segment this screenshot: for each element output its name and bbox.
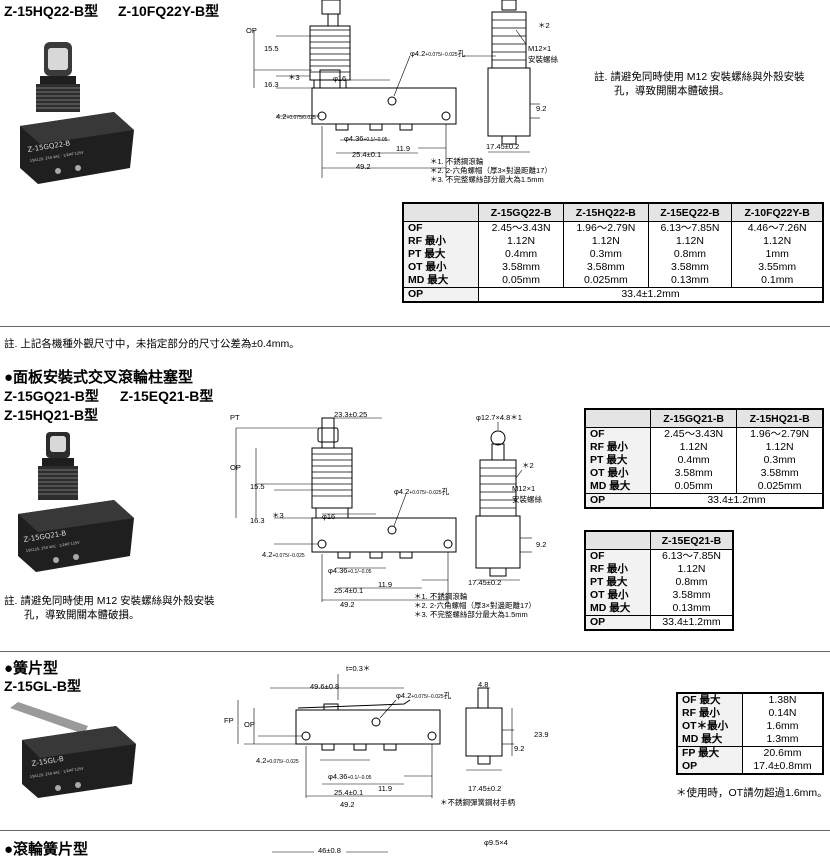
top-model-2: Z-10FQ22Y-B型 — [118, 3, 220, 19]
leaf-section-title: ●簧片型 — [4, 660, 59, 677]
top-dim-2: 16.3 — [264, 80, 279, 89]
col-header: Z-15GQ22-B — [477, 202, 565, 222]
panel-dim-5: φ16 — [322, 512, 336, 521]
top-dim-5: 4.2+0.075/0.025 — [276, 112, 316, 121]
roller-leaf-section-title: ●滾輪簧片型 — [4, 841, 89, 858]
panel-side-note: 註. 請避免同時使用 M12 安裝螺絲與外殼安裝 孔，導致開關本體破損。 — [4, 595, 215, 621]
top-dim-m12-sub: 安裝螺絲 — [528, 55, 558, 64]
leaf-dim-9: 9.2 — [514, 744, 525, 753]
col-header: Z-15GQ21-B — [649, 408, 738, 428]
leaf-dim-1: 49.6±0.8 — [310, 682, 340, 691]
col-header: Z-15EQ21-B — [650, 530, 734, 550]
panel-dim-2: 15.5 — [250, 482, 265, 491]
top-dim-7: 11.9 — [396, 144, 411, 153]
top-dim-8: 25.4±0.1 — [352, 150, 382, 159]
panel-dim-3: 16.3 — [250, 516, 265, 525]
leaf-footnote: ＊不銹鋼彈簧鋼材手柄 — [440, 798, 515, 807]
leaf-dim-3: φ4.36+0.1/−0.05 — [328, 772, 372, 781]
top-model-1: Z-15HQ22-B型 — [4, 3, 99, 19]
leaf-dimension-drawing — [237, 674, 514, 798]
leaf-model: Z-15GL-B型 — [4, 678, 81, 694]
divider — [0, 830, 830, 831]
leaf-dim-6: 49.2 — [340, 800, 355, 809]
panel-model-2: Z-15EQ21-B型 — [120, 388, 214, 404]
panel-dim-9: 25.4±0.1 — [334, 586, 364, 595]
panel-model-3: Z-15HQ21-B型 — [4, 407, 99, 423]
leaf-dim-2: 4.2+0.075/−0.025 — [256, 756, 299, 765]
leaf-dim-10: 17.45±0.2 — [468, 784, 502, 793]
panel-dim-10: 49.2 — [340, 600, 355, 609]
leaf-dim-5: 25.4±0.1 — [334, 788, 364, 797]
top-dim-11: 17.45±0.2 — [486, 142, 520, 151]
col-header: Z-15EQ22-B — [647, 202, 733, 222]
top-dim-op: OP — [246, 26, 257, 35]
leaf-dim-4: 11.9 — [378, 784, 393, 793]
panel-dim-pt: PT — [230, 413, 240, 422]
panel-section-title: ●面板安裝式交叉滾輪柱塞型 — [4, 369, 194, 386]
panel-dim-7: φ4.36+0.1/−0.05 — [328, 566, 372, 575]
panel-dim-6: 4.2+0.075/−0.025 — [262, 550, 305, 559]
top-dim-4: φ16 — [333, 74, 347, 83]
leaf-dim-op: OP — [244, 720, 255, 729]
roller-leaf-dim-1: 46±0.8 — [318, 846, 341, 855]
divider — [0, 651, 830, 652]
switch-photo-panel: Z-15GQ21-B 15A125, 250 VAC · 1/2HP 125V — [18, 432, 134, 572]
panel-dim-m12: M12×1 — [512, 484, 536, 493]
panel-dim-8: 11.9 — [378, 580, 393, 589]
top-dim-1: 15.5 — [264, 44, 279, 53]
col-header: Z-15HQ22-B — [563, 202, 649, 222]
tolerance-note: 註. 上記各機種外觀尺寸中，未指定部分的尺寸公差為±0.4mm。 — [4, 338, 300, 350]
leaf-dim-7: 4.8 — [478, 680, 489, 689]
top-dimension-drawing — [253, 0, 540, 178]
top-dim-hole: φ4.2+0.075/−0.025孔 — [410, 49, 466, 58]
top-dim-10: 9.2 — [536, 104, 547, 113]
roller-leaf-dim-line — [272, 851, 388, 853]
top-dim-9: 49.2 — [356, 162, 371, 171]
top-footnotes: ＊1. 不銹鋼滾輪＊2. 2-六角螺帽（厚3×對邊距離17）＊3. 不完整螺絲部… — [430, 157, 552, 184]
top-spec-table: Z-15GQ22-B Z-15HQ22-B Z-15EQ22-B Z-10FQ2… — [402, 202, 824, 303]
panel-footnotes: ＊1. 不銹鋼滾輪＊2. 2-六角螺帽（厚3×對邊距離17）＊3. 不完整螺絲部… — [414, 592, 536, 619]
panel-dim-11: 9.2 — [536, 540, 547, 549]
panel-dim-op: OP — [230, 463, 241, 472]
panel-dim-1: 23.3±0.25 — [334, 410, 368, 419]
leaf-dim-fp: FP — [224, 716, 234, 725]
top-side-note: 註. 請避免同時使用 M12 安裝螺絲與外殼安裝 孔，導致開關本體破損。 — [594, 71, 805, 97]
top-dim-6: φ4.36+0.1/−0.05 — [344, 134, 388, 143]
panel-dim-roller: φ12.7×4.8＊1 — [476, 413, 522, 422]
divider — [0, 326, 830, 327]
panel-dim-star2: ＊2 — [522, 461, 534, 470]
panel-model-1: Z-15GQ21-B型 — [4, 388, 99, 404]
leaf-note: ＊使用時，OT請勿超過1.6mm。 — [676, 787, 828, 799]
panel-dim-4: ＊3 — [272, 511, 284, 520]
top-dim-3: ＊3 — [288, 73, 300, 82]
top-dim-star2: ＊2 — [538, 21, 550, 30]
switch-photo-leaf: Z-15GL-B 15A125, 250 VAC · 1/2HP 125V — [10, 702, 136, 798]
roller-leaf-dim-2: φ9.5×4 — [484, 838, 508, 847]
col-header: Z-15HQ21-B — [736, 408, 824, 428]
panel-dimension-drawing — [235, 417, 532, 602]
col-header: Z-10FQ22Y-B — [731, 202, 824, 222]
panel-dim-12: 17.45±0.2 — [468, 578, 502, 587]
leaf-dim-hole: φ4.2+0.075/−0.025孔 — [396, 691, 452, 700]
panel-dim-hole: φ4.2+0.075/−0.025孔 — [394, 487, 450, 496]
switch-photo-top: Z-15GQ22-B 15A125, 250 VAC · 1/2HP 125V — [20, 42, 134, 184]
top-dim-m12: M12×1 — [528, 44, 552, 53]
leaf-dim-t: t=0.3＊ — [346, 664, 371, 673]
panel-dim-m12-sub: 安裝螺絲 — [512, 495, 542, 504]
leaf-dim-8: 23.9 — [534, 730, 549, 739]
